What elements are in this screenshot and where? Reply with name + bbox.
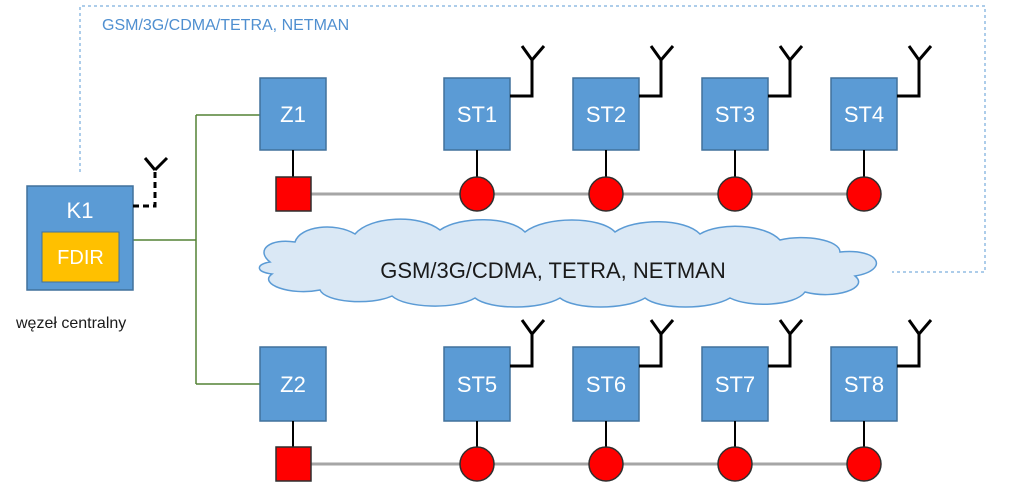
st3-box [701, 77, 769, 151]
st1-antenna-icon [510, 45, 546, 98]
st8-box [830, 346, 898, 422]
st5-label: ST5 [457, 372, 497, 397]
st7-box [701, 346, 769, 422]
network-cloud: GSM/3G/CDMA, TETRA, NETMAN [258, 218, 878, 308]
z1-box [259, 77, 327, 151]
st8-antenna-icon [897, 319, 933, 368]
st8-device [846, 446, 882, 482]
fdir-label: FDIR [57, 247, 104, 269]
k1-label: K1 [67, 198, 94, 223]
st2-box [572, 77, 640, 151]
st1-label: ST1 [457, 102, 497, 127]
station-st1: ST1 [443, 45, 546, 212]
st6-antenna-icon [639, 319, 675, 368]
zone-z2: Z2 [259, 346, 327, 482]
st1-device [459, 176, 495, 212]
st4-device [846, 176, 882, 212]
cloud-shape [258, 218, 878, 308]
k1-antenna-icon [133, 170, 157, 208]
z1-label: Z1 [280, 102, 306, 127]
cloud-label: GSM/3G/CDMA, TETRA, NETMAN [380, 258, 726, 283]
st2-label: ST2 [586, 102, 626, 127]
station-st6: ST6 [572, 319, 675, 482]
station-st8: ST8 [830, 319, 933, 482]
st4-box [830, 77, 898, 151]
wireless-network-frame [79, 5, 986, 273]
zone-z1: Z1 [259, 77, 327, 212]
station-st5: ST5 [443, 319, 546, 482]
st5-device [459, 446, 495, 482]
st8-label: ST8 [844, 372, 884, 397]
st6-device [588, 446, 624, 482]
st3-device [717, 176, 753, 212]
st2-antenna-icon [639, 45, 675, 98]
st4-antenna-icon [897, 45, 933, 98]
link-k1-zones [133, 114, 260, 385]
station-st7: ST7 [701, 319, 804, 482]
frame-label: GSM/3G/CDMA/TETRA, NETMAN [102, 17, 349, 34]
st3-label: ST3 [715, 102, 755, 127]
st5-antenna-icon [510, 319, 546, 368]
st6-box [572, 346, 640, 422]
z2-controller [275, 446, 312, 482]
st7-label: ST7 [715, 372, 755, 397]
st3-antenna-icon [768, 45, 804, 98]
st7-antenna-icon [768, 319, 804, 368]
st6-label: ST6 [586, 372, 626, 397]
k1-antenna-tip-icon [143, 156, 169, 172]
st4-label: ST4 [844, 102, 884, 127]
central-node-caption: węzeł centralny [15, 315, 126, 332]
st2-device [588, 176, 624, 212]
station-st3: ST3 [701, 45, 804, 212]
fdir-module [41, 231, 120, 283]
central-node-k1: K1 FDIR [26, 185, 134, 291]
z2-label: Z2 [280, 372, 306, 397]
station-st2: ST2 [572, 45, 675, 212]
station-st4: ST4 [830, 45, 933, 212]
st7-device [717, 446, 753, 482]
z1-controller [275, 176, 312, 212]
